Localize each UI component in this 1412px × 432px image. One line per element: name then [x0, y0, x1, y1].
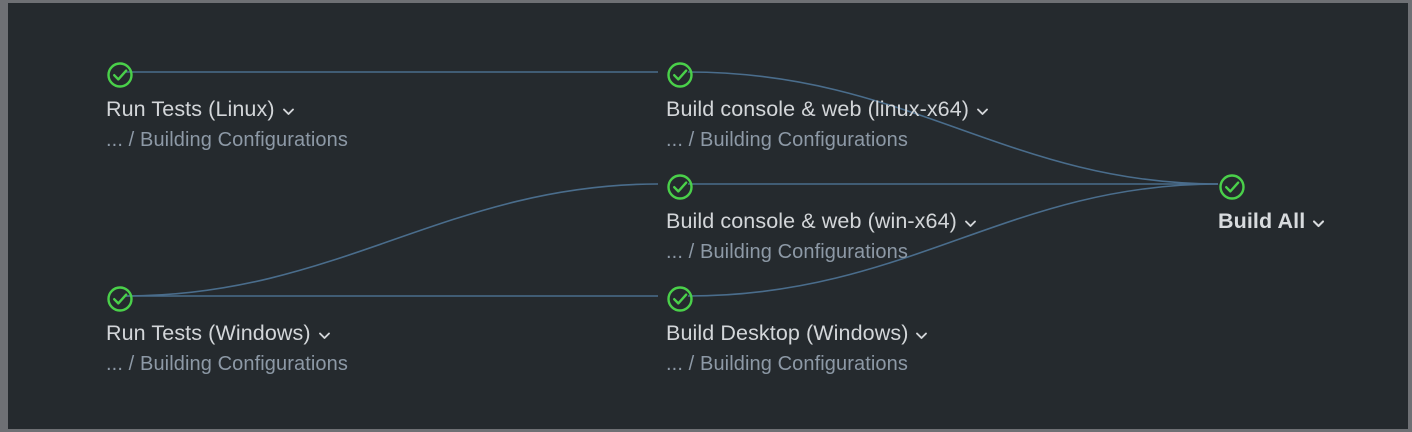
chevron-down-icon[interactable]: [281, 104, 296, 119]
node-title-label: Build console & web (win-x64): [666, 209, 957, 233]
node-title-row[interactable]: Run Tests (Windows): [106, 321, 332, 346]
check-circle-icon: [666, 285, 694, 313]
edge-build-desktop-to-build-all: [687, 183, 1219, 297]
node-breadcrumb[interactable]: ... / Building Configurations: [666, 241, 908, 264]
node-title-row[interactable]: Build Desktop (Windows): [666, 321, 929, 346]
chevron-down-icon[interactable]: [963, 216, 978, 231]
breadcrumb-ellipsis: ...: [666, 129, 683, 151]
breadcrumb-ellipsis: ...: [666, 353, 683, 375]
chevron-down-icon[interactable]: [975, 104, 990, 119]
breadcrumb-project: Building Configurations: [700, 241, 908, 263]
breadcrumb-project: Building Configurations: [140, 129, 348, 151]
chevron-down-icon[interactable]: [1311, 216, 1326, 231]
pipeline-graph-canvas[interactable]: Run Tests (Linux) ... / Building Configu…: [8, 3, 1408, 429]
breadcrumb-ellipsis: ...: [106, 353, 123, 375]
node-breadcrumb[interactable]: ... / Building Configurations: [666, 353, 908, 376]
node-title-label: Build All: [1218, 209, 1306, 233]
chevron-down-icon[interactable]: [914, 328, 929, 343]
breadcrumb-ellipsis: ...: [106, 129, 123, 151]
edge-linux-x64-to-build-all: [687, 71, 1219, 185]
edge-run-tests-windows-to-win-x64: [125, 183, 659, 297]
node-title-label: Run Tests (Windows): [106, 321, 311, 345]
chevron-down-icon[interactable]: [317, 328, 332, 343]
breadcrumb-project: Building Configurations: [140, 353, 348, 375]
breadcrumb-separator: /: [128, 353, 135, 375]
node-title-row[interactable]: Build console & web (linux-x64): [666, 97, 990, 122]
node-breadcrumb[interactable]: ... / Building Configurations: [666, 129, 908, 152]
node-title-label: Run Tests (Linux): [106, 97, 275, 121]
check-circle-icon: [1218, 173, 1246, 201]
node-breadcrumb[interactable]: ... / Building Configurations: [106, 353, 348, 376]
breadcrumb-project: Building Configurations: [700, 353, 908, 375]
breadcrumb-ellipsis: ...: [666, 241, 683, 263]
check-circle-icon: [666, 61, 694, 89]
check-circle-icon: [106, 61, 134, 89]
breadcrumb-separator: /: [688, 241, 695, 263]
breadcrumb-separator: /: [128, 129, 135, 151]
breadcrumb-separator: /: [688, 129, 695, 151]
node-title-label: Build console & web (linux-x64): [666, 97, 970, 121]
check-circle-icon: [666, 173, 694, 201]
node-title-row[interactable]: Run Tests (Linux): [106, 97, 296, 122]
node-title-row[interactable]: Build console & web (win-x64): [666, 209, 978, 234]
node-title-row[interactable]: Build All: [1218, 209, 1326, 234]
check-circle-icon: [106, 285, 134, 313]
node-breadcrumb[interactable]: ... / Building Configurations: [106, 129, 348, 152]
node-title-label: Build Desktop (Windows): [666, 321, 909, 345]
breadcrumb-project: Building Configurations: [700, 129, 908, 151]
breadcrumb-separator: /: [688, 353, 695, 375]
